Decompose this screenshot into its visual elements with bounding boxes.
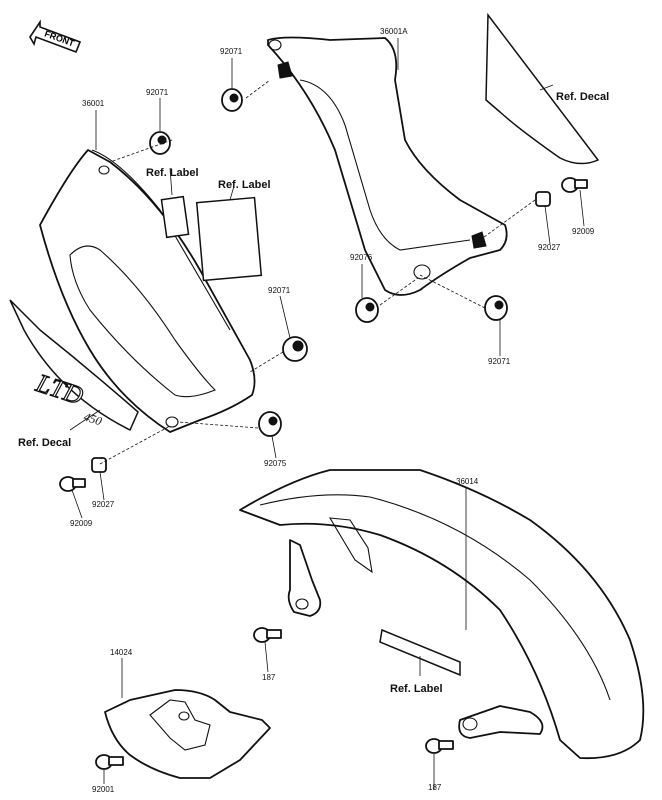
ref-label-large-rect bbox=[195, 196, 263, 282]
decal-number-text: 450 bbox=[82, 409, 103, 428]
part-label-187-mid: 187 bbox=[262, 673, 276, 682]
collar-92027-right bbox=[535, 191, 551, 207]
bolt-92001 bbox=[95, 754, 124, 770]
ref-decal-left: Ref. Decal bbox=[18, 437, 71, 449]
grommet-92071-mid bbox=[282, 336, 308, 362]
bolt-187-mid bbox=[253, 627, 282, 643]
part-label-92001: 92001 bbox=[92, 785, 115, 794]
front-direction-arrow: FRONT bbox=[29, 19, 82, 54]
grommet-92075 bbox=[258, 411, 282, 437]
part-label-92009-left: 92009 bbox=[70, 519, 93, 528]
part-label-92027-right: 92027 bbox=[538, 243, 561, 252]
ref-label-b: Ref. Label bbox=[218, 179, 271, 191]
ref-label-small-rect bbox=[160, 195, 190, 239]
part-label-36014: 36014 bbox=[456, 477, 479, 486]
grommet-92071-left bbox=[149, 131, 171, 155]
part-label-92071-top: 92071 bbox=[220, 47, 243, 56]
part-label-92075: 92075 bbox=[264, 459, 287, 468]
leader-lines bbox=[69, 38, 585, 790]
left-decal-ltd450: LTD 450 bbox=[9, 299, 139, 432]
ref-label-c: Ref. Label bbox=[390, 683, 443, 695]
collar-92027-left bbox=[91, 457, 107, 473]
bracket-14024 bbox=[104, 689, 271, 779]
part-label-36001: 36001 bbox=[82, 99, 105, 108]
part-label-92027-left: 92027 bbox=[92, 500, 115, 509]
right-side-cover bbox=[267, 36, 508, 296]
grommet-92076 bbox=[355, 297, 379, 323]
bolt-92009-left bbox=[59, 476, 86, 492]
ref-label-a: Ref. Label bbox=[146, 167, 199, 179]
part-label-36001A: 36001A bbox=[380, 27, 408, 36]
ref-decal-right: Ref. Decal bbox=[556, 91, 609, 103]
part-label-14024: 14024 bbox=[110, 648, 133, 657]
part-label-92071-left: 92071 bbox=[146, 88, 169, 97]
left-side-cover bbox=[39, 149, 256, 433]
grommet-92071-right bbox=[484, 295, 508, 321]
bolt-187-bottom bbox=[425, 738, 454, 754]
part-label-92076: 92076 bbox=[350, 253, 373, 262]
part-label-92071-right: 92071 bbox=[488, 357, 511, 366]
bolt-92009-right bbox=[561, 177, 588, 193]
part-label-92009-right: 92009 bbox=[572, 227, 595, 236]
part-label-92071-mid: 92071 bbox=[268, 286, 291, 295]
part-label-187-bottom: 187 bbox=[428, 783, 442, 792]
chain-cover bbox=[239, 469, 645, 760]
grommet-92071-top bbox=[221, 88, 243, 112]
ref-label-strip bbox=[379, 628, 461, 677]
